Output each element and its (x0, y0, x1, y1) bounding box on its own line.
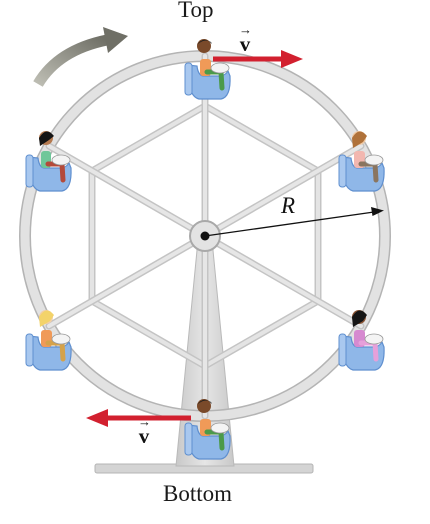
velocity-arrow-bottom (86, 409, 191, 427)
vector-mark: → (239, 22, 252, 37)
radius-line (204, 211, 375, 237)
rider-top (184, 39, 231, 100)
rider-bottom (184, 399, 231, 460)
rotation-arrow (33, 34, 109, 87)
rider-lower-left (25, 310, 72, 371)
top-label: Top (178, 0, 214, 22)
radius-label: R (281, 193, 296, 218)
velocity-label-bottom: → v (138, 414, 151, 448)
rider-lower-right (338, 310, 385, 371)
velocity-arrow-top (213, 50, 303, 68)
bottom-label: Bottom (163, 481, 233, 506)
rider-upper-right (338, 131, 385, 192)
radius-arrowhead (371, 207, 384, 216)
rider-upper-left (25, 131, 72, 192)
vector-mark: → (138, 414, 151, 429)
velocity-label-top: → v (239, 22, 252, 56)
